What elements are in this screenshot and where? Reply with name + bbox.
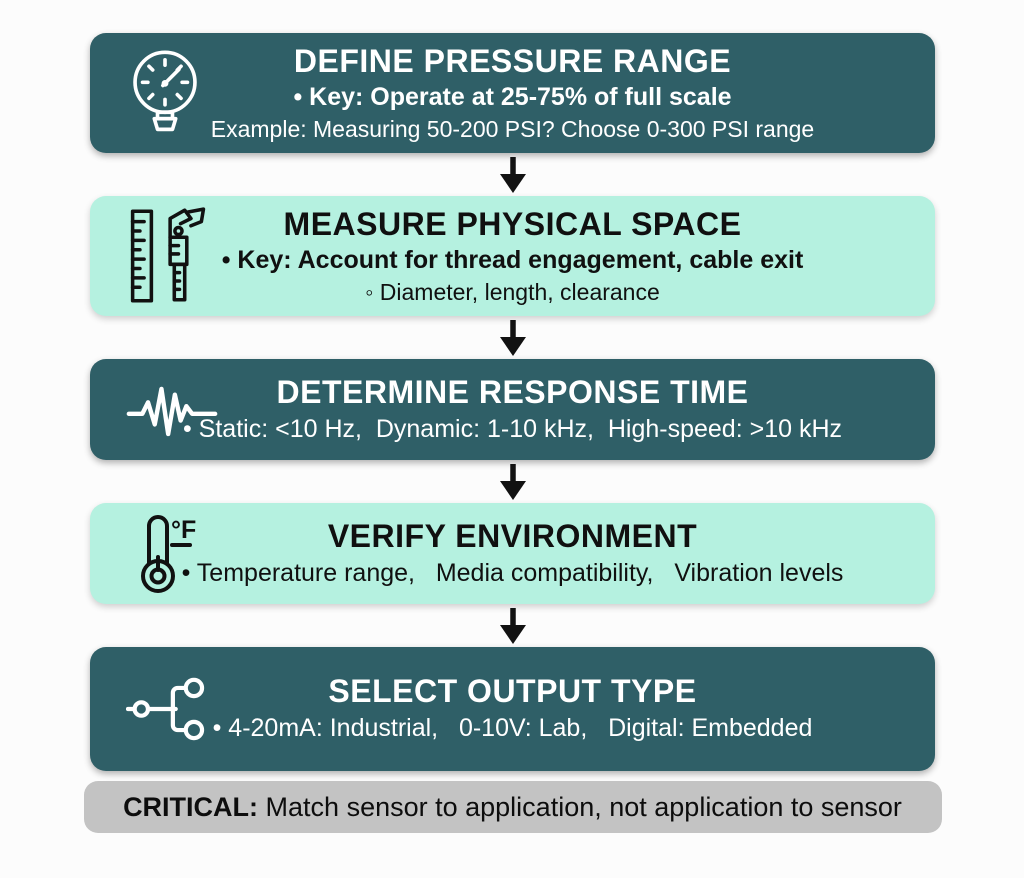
step-verify-environment: °F VERIFY ENVIRONMENT • Temperature rang… xyxy=(90,503,935,604)
step-key-line: • Static: <10 Hz, Dynamic: 1-10 kHz, Hig… xyxy=(182,414,843,443)
waveform-icon xyxy=(126,379,218,441)
flow-arrow-down-icon xyxy=(498,460,528,503)
step-select-output-type: SELECT OUTPUT TYPE • 4-20mA: Industrial,… xyxy=(90,647,935,771)
step-key-line: • Temperature range, Media compatibility… xyxy=(181,558,844,587)
step-title: SELECT OUTPUT TYPE xyxy=(328,673,697,710)
step-define-pressure-range: DEFINE PRESSURE RANGE • Key: Operate at … xyxy=(90,33,935,153)
step-key-line: • Key: Operate at 25-75% of full scale xyxy=(293,83,732,112)
step-key-line: • 4-20mA: Industrial, 0-10V: Lab, Digita… xyxy=(212,714,813,743)
step-determine-response-time: DETERMINE RESPONSE TIME • Static: <10 Hz… xyxy=(90,359,935,460)
critical-label: CRITICAL: xyxy=(123,791,259,822)
svg-text:°F: °F xyxy=(171,516,196,544)
flowchart-stack: DEFINE PRESSURE RANGE • Key: Operate at … xyxy=(83,33,942,833)
step-title: DEFINE PRESSURE RANGE xyxy=(293,42,732,79)
critical-text: Match sensor to application, not applica… xyxy=(258,791,902,822)
step-key-line: • Key: Account for thread engagement, ca… xyxy=(221,246,804,275)
pressure-gauge-icon xyxy=(126,47,204,139)
flow-arrow-down-icon xyxy=(498,604,528,647)
thermometer-fahrenheit-icon: °F xyxy=(126,511,204,597)
step-title: DETERMINE RESPONSE TIME xyxy=(276,373,749,410)
step-measure-physical-space: MEASURE PHYSICAL SPACE • Key: Account fo… xyxy=(90,196,935,316)
step-detail-line: Example: Measuring 50-200 PSI? Choose 0-… xyxy=(210,115,815,142)
step-detail-line: ◦ Diameter, length, clearance xyxy=(365,278,660,305)
step-title: VERIFY ENVIRONMENT xyxy=(327,517,698,554)
flow-arrow-down-icon xyxy=(498,153,528,196)
critical-note: CRITICAL: Match sensor to application, n… xyxy=(83,781,942,833)
output-branch-icon xyxy=(126,673,214,745)
step-title: MEASURE PHYSICAL SPACE xyxy=(283,205,742,242)
flow-arrow-down-icon xyxy=(498,316,528,359)
caliper-icon xyxy=(126,206,208,306)
